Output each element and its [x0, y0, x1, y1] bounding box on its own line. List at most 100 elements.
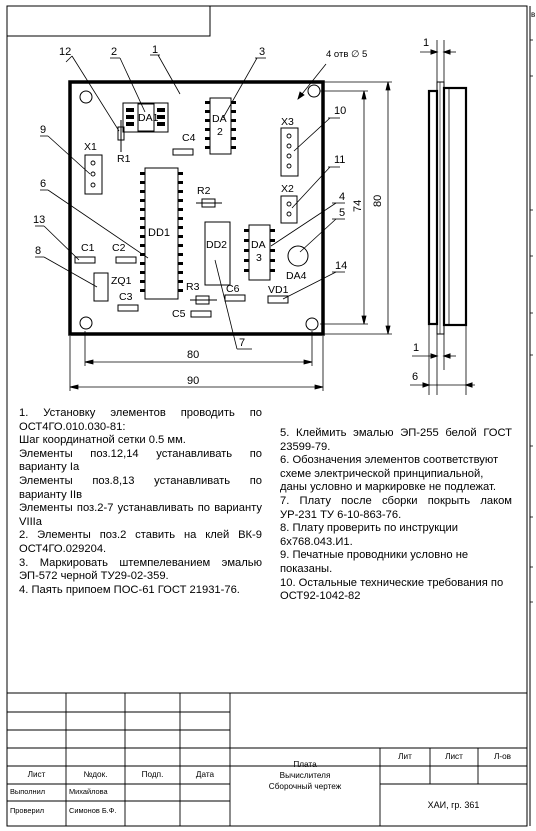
label-dd2: DD2: [206, 239, 227, 251]
dim-width-inner: 80: [187, 349, 199, 361]
capacitor-c2: [115, 256, 137, 264]
resistor-r1: [117, 120, 125, 152]
mounting-holes: [79, 84, 321, 331]
dim-side-total: 6: [412, 371, 418, 383]
leader-lines: [35, 54, 345, 350]
resistor-r3: [190, 295, 217, 305]
note-left-8: 4. Паять припоем ПОС-61 ГОСТ 21931-76.: [19, 583, 240, 596]
tb-role-executor: Выполнил: [10, 787, 46, 796]
label-c4: C4: [182, 132, 196, 144]
label-x2: X2: [281, 183, 294, 195]
note-right-8: 8. Плату проверить по инструкции 6х768.0…: [280, 522, 459, 548]
note-right-5: 5. Клеймить эмалью ЭП-255 белой ГОСТ 235…: [280, 427, 512, 453]
right-margin-ticks: [530, 39, 533, 603]
callout-12: 12: [59, 46, 71, 58]
label-da2-a: DA: [212, 113, 227, 125]
label-c1: C1: [81, 242, 95, 254]
capacitor-c4: [172, 148, 194, 156]
dimension-vertical: [320, 81, 392, 335]
resistor-r2: [196, 198, 222, 208]
crystal-zq1: [93, 272, 109, 302]
label-c5: C5: [172, 308, 186, 320]
note-right-6: 6. Обозначения элементов соответствуют с…: [280, 454, 499, 494]
pcb-side-view: [410, 40, 475, 395]
tb-header-signature: Подп.: [141, 770, 164, 779]
label-r2: R2: [197, 185, 211, 197]
notes-right: 5. Клеймить эмалью ЭП-255 белой ГОСТ 235…: [280, 427, 512, 604]
holes-note: 4 отв ∅ 5: [326, 49, 367, 60]
tb-title-line-2: Вычислителя: [279, 771, 331, 780]
note-right-7: 7. Плату после сборки покрыть лаком УР-2…: [280, 494, 512, 521]
chip-da3: [244, 224, 275, 281]
chip-dd2: [204, 221, 231, 286]
label-c6: C6: [226, 283, 240, 295]
label-x3: X3: [281, 116, 294, 128]
label-da3-b: 3: [256, 252, 262, 264]
tb-role-checker: Проверил: [10, 806, 45, 815]
note-left-2: Шаг координатной сетки 0.5 мм.: [19, 434, 186, 447]
connector-x2: [280, 195, 298, 224]
capacitor-c1: [74, 256, 96, 264]
capacitor-c3: [117, 304, 139, 312]
callout-9: 9: [40, 124, 46, 136]
callout-10: 10: [334, 105, 346, 117]
tb-header-date: Дата: [195, 770, 215, 779]
chip-dd1: [140, 167, 183, 300]
label-x1: X1: [84, 141, 97, 153]
holes-note-leader: [297, 63, 327, 100]
label-da4: DA4: [286, 270, 307, 282]
tb-sheets-label: Л-ов: [493, 752, 511, 761]
edge-mark: в: [531, 10, 535, 19]
callout-4: 4: [339, 191, 345, 203]
label-vd1: VD1: [268, 284, 289, 296]
designator-labels: DA1 DA 2 C4 R1 X1 R2 DD1 DD2 DA 3 C1 C2 …: [81, 112, 307, 320]
connector-x3: [280, 127, 299, 177]
dimension-horizontal: [69, 331, 324, 391]
tb-title-line-1: Плата: [293, 760, 317, 769]
diode-vd1: [267, 295, 289, 304]
callout-5: 5: [339, 207, 345, 219]
label-r3: R3: [186, 281, 200, 293]
callout-11: 11: [334, 154, 345, 166]
note-left-4: Элементы поз.8,13 устанавливать по вариа…: [19, 474, 262, 501]
note-right-10: 10. Остальные технические требования по …: [280, 576, 504, 603]
callout-numbers: 12 2 1 3 9 6 13 8 7 10 11 4 5 14: [33, 44, 347, 349]
callout-3: 3: [259, 46, 265, 58]
note-left-1: 1. Установку элементов проводить по ОСТ4…: [19, 407, 262, 433]
callout-8: 8: [35, 245, 41, 257]
tb-header-doc-no: №док.: [83, 770, 108, 779]
tb-lit-label: Лит: [398, 752, 412, 761]
label-da1: DA1: [138, 112, 159, 124]
label-dd1: DD1: [148, 227, 170, 239]
callout-6: 6: [40, 178, 46, 190]
note-right-9: 9. Печатные проводники условно не показа…: [280, 549, 469, 575]
sheet-frame: [6, 5, 531, 827]
callout-13: 13: [33, 214, 45, 226]
title-block-grid: [7, 692, 527, 826]
dim-height-inner: 74: [352, 200, 364, 212]
capacitor-c6: [224, 294, 246, 302]
note-left-3: Элементы поз.12,14 устанавливать по вари…: [19, 447, 262, 474]
chip-da4: [287, 245, 309, 267]
label-c2: C2: [112, 242, 126, 254]
note-left-6: 2. Элементы поз.2 ставить на клей ВК-9 О…: [19, 529, 262, 555]
connector-x1: [84, 154, 103, 195]
note-left-7: 3. Маркировать штемпелеванием эмалью ЭП-…: [19, 556, 262, 583]
dim-height-outer: 80: [372, 195, 384, 207]
chip-da2: [205, 97, 236, 155]
label-c3: C3: [119, 291, 133, 303]
dim-side-bottom: 1: [413, 342, 419, 354]
label-da2-b: 2: [217, 126, 223, 138]
callout-14: 14: [335, 260, 347, 272]
tb-organization: ХАИ, гр. 361: [427, 800, 480, 810]
dim-side-top: 1: [423, 37, 429, 49]
pcb-board: [68, 80, 325, 336]
notes-left: 1. Установку элементов проводить по ОСТ4…: [19, 407, 262, 597]
capacitor-c5: [190, 310, 212, 318]
tb-title-line-3: Сборочный чертеж: [268, 782, 342, 791]
dim-width-outer: 90: [187, 375, 199, 387]
callout-1: 1: [152, 44, 158, 56]
label-zq1: ZQ1: [111, 275, 132, 287]
chip-da1: [122, 102, 169, 133]
